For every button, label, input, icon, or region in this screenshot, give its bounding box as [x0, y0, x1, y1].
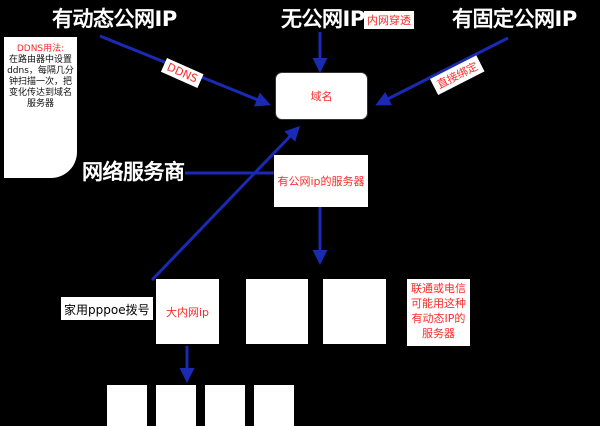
lan-ip-box: 大内网ip — [156, 279, 219, 344]
heading-no-public-ip: 无公网IP — [281, 7, 365, 31]
public-server-box: 有公网ip的服务器 — [274, 155, 368, 207]
device-box — [156, 385, 196, 426]
device-box — [107, 385, 147, 426]
ddns-note-line: 钟扫描一次，把 — [8, 77, 72, 87]
badge-nat-traversal: 内网穿透 — [364, 11, 414, 29]
ddns-note-line: ddns，每隔几分 — [7, 66, 74, 76]
isp-note-line: 联通或电信 — [411, 282, 466, 295]
heading-fixed-ip: 有固定公网IP — [452, 7, 577, 31]
ddns-note-panel: DDNS用法: 在路由器中设置 ddns，每隔几分 钟扫描一次，把 变化传达到域… — [4, 37, 77, 178]
ddns-note-line: 服务器 — [26, 99, 54, 109]
heading-dynamic-ip: 有动态公网IP — [52, 7, 177, 31]
domain-label: 域名 — [310, 90, 333, 103]
device-box — [205, 385, 245, 426]
isp-note-line: 可能用这种 — [411, 297, 466, 310]
blank-server-box — [246, 279, 308, 344]
pppoe-label-panel: 家用pppoe拨号 — [61, 297, 153, 320]
ddns-note-title: DDNS用法: — [16, 44, 65, 54]
ddns-note-line: 在路由器中设置 — [8, 55, 72, 65]
domain-box: 域名 — [275, 72, 368, 120]
ddns-note-line: 变化传达到域名 — [8, 88, 72, 98]
heading-isp: 网络服务商 — [82, 160, 185, 184]
pppoe-label: 家用pppoe拨号 — [64, 303, 150, 317]
device-box — [254, 385, 294, 426]
isp-note-panel: 联通或电信 可能用这种 有动态IP的 服务器 — [407, 279, 470, 346]
blank-server-box — [323, 279, 386, 344]
public-server-label: 有公网ip的服务器 — [277, 175, 365, 188]
isp-note-line: 服务器 — [422, 327, 455, 340]
arrow-pppoe-to-domain — [150, 125, 301, 282]
lan-ip-label: 大内网ip — [165, 305, 210, 319]
isp-note-line: 有动态IP的 — [411, 312, 466, 325]
